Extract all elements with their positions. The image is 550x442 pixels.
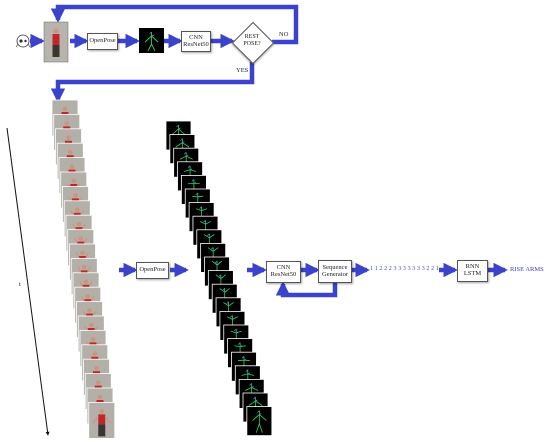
rnn-lstm-box: RNN LSTM (457, 260, 488, 282)
skeleton-frame (246, 406, 273, 437)
openpose-box-top: OpenPose (87, 33, 118, 50)
cnn-label-top-line2: ResNet50 (183, 40, 209, 48)
webcam-icon (15, 34, 31, 48)
rnn-label-line2: LSTM (463, 270, 482, 277)
seqgen-label-line2: Generator (322, 270, 348, 278)
openpose-box-bottom: OpenPose (136, 262, 169, 279)
seqgen-label-line1: Sequence (322, 263, 348, 271)
decision-label-line1: REST (244, 34, 260, 40)
yes-label: YES (236, 67, 249, 74)
photo-frame-stack (51, 99, 116, 439)
cnn-box-bottom: CNN ResNet50 (266, 261, 301, 283)
rnn-label-line1: RNN (465, 263, 480, 271)
cnn-label-bottom-line1: CNN (276, 264, 291, 272)
cnn-label-bottom-line2: ResNet50 (270, 271, 297, 278)
arrow-yes-down (50, 62, 255, 103)
arrow-no-loop (50, 4, 299, 45)
skeleton-frame-stack (165, 120, 273, 437)
cnn-label-top-line1: CNN (189, 33, 203, 41)
time-axis-label: t (19, 281, 21, 288)
top-skeleton-frame (139, 28, 164, 53)
output-class-label: RISE ARMS (510, 266, 544, 273)
no-label: NO (279, 31, 289, 38)
photo-frame (88, 401, 116, 439)
time-axis-arrow (6, 127, 50, 436)
cnn-box-top: CNN ResNet50 (181, 31, 211, 52)
rest-pose-decision: REST POSE? (231, 21, 275, 65)
openpose-label-top: OpenPose (89, 37, 116, 45)
arrow-seqgen-feedback (275, 281, 338, 298)
decision-label-line2: POSE? (243, 40, 261, 47)
openpose-label-bottom: OpenPose (139, 266, 166, 274)
sequence-generator-box: Sequence Generator (318, 260, 352, 283)
sequence-output-text: 1 1 2 2 2 3 3 3 3 3 3 3 2 2 1 (370, 266, 439, 272)
top-person-photo (43, 21, 69, 63)
